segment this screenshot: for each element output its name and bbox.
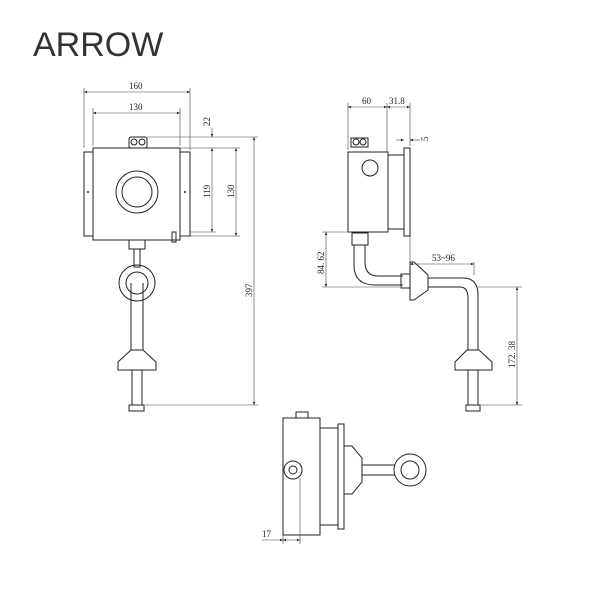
dim-top: 22	[202, 117, 212, 126]
side-view: 60 31.8 5 84. 62 53~96 172. 38	[316, 96, 522, 412]
front-view: 160 130 22 119 130 397	[83, 81, 258, 412]
dim-depth: 60	[362, 96, 372, 106]
dim-pipe: 172. 38	[507, 341, 517, 369]
dim-width-inner: 130	[129, 102, 143, 112]
dim-flange: 5	[420, 136, 430, 141]
brand-logo: ARROW	[33, 26, 164, 64]
dim-height-outer: 130	[226, 184, 236, 198]
bottom-view: 17	[262, 411, 427, 544]
dim-offset: 17	[262, 529, 272, 539]
dim-width-outer: 160	[129, 81, 143, 91]
dim-height-inner: 119	[202, 184, 212, 198]
dim-plate: 31.8	[389, 96, 405, 106]
dim-reach: 53~96	[432, 253, 455, 263]
dim-total: 397	[244, 283, 254, 297]
dim-drop: 84. 62	[316, 252, 326, 275]
